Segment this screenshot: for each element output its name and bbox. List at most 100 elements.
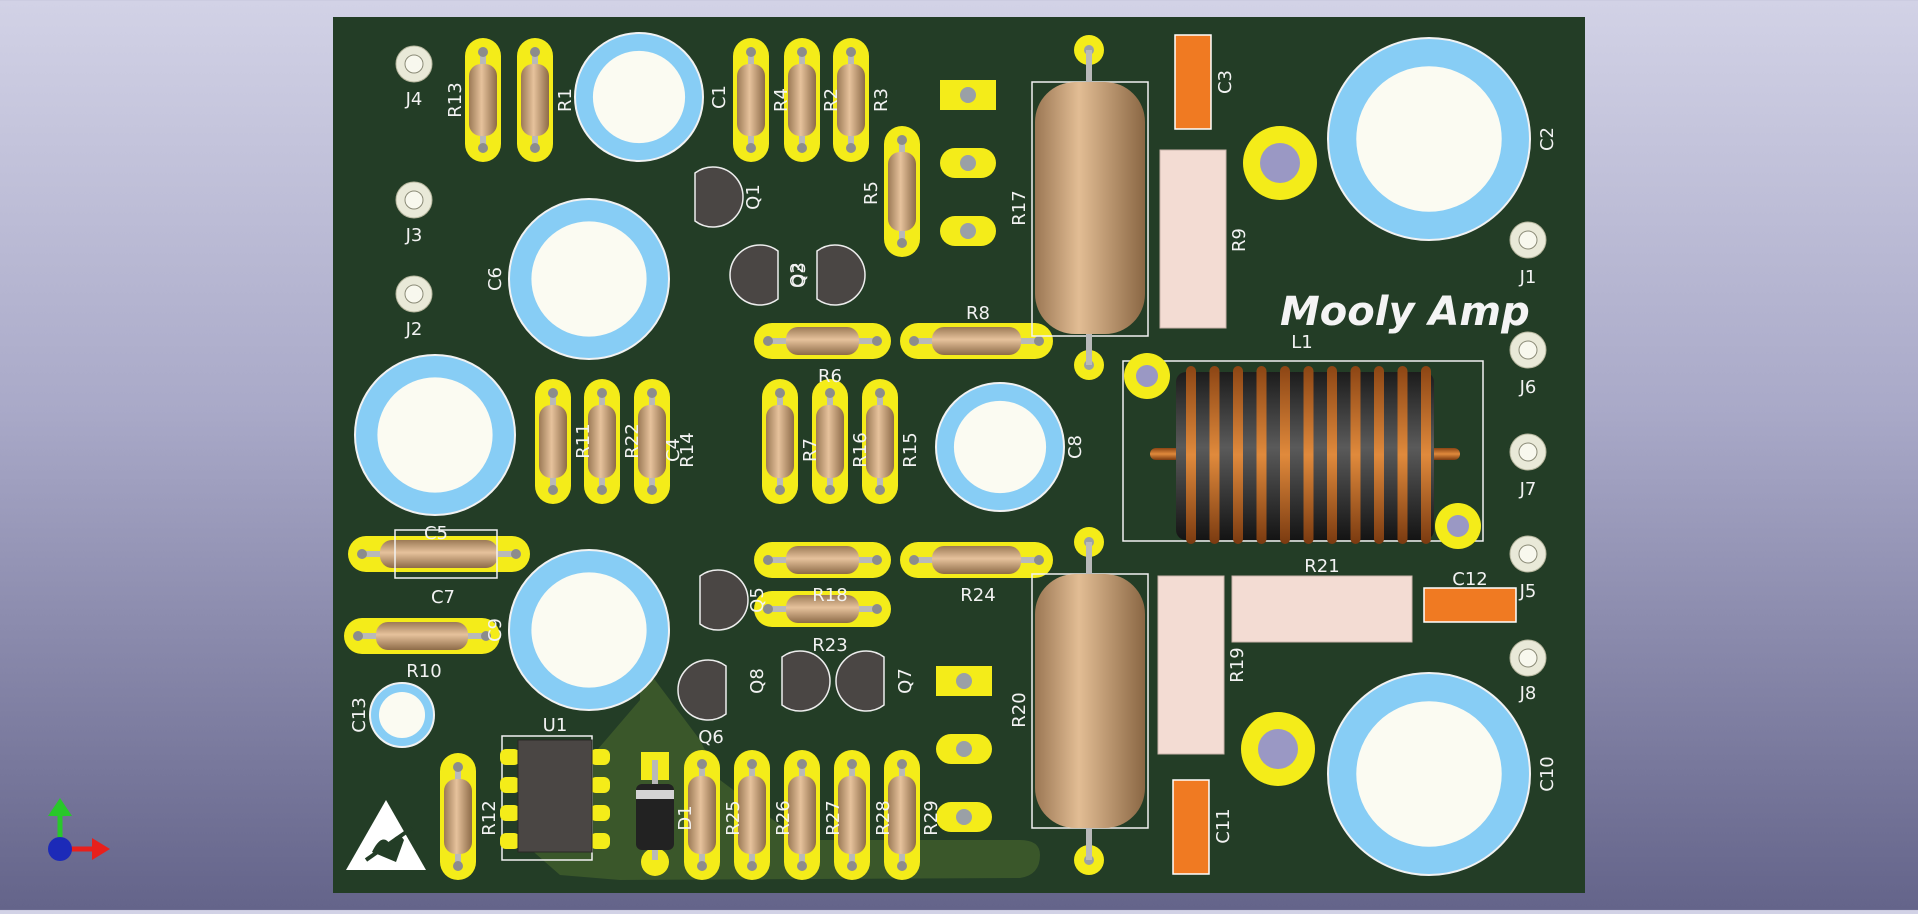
- resistor: [900, 323, 1053, 359]
- axis-gizmo[interactable]: [48, 798, 110, 861]
- resistor-R9: [1159, 149, 1227, 329]
- resistor: [884, 126, 920, 257]
- resistor: [634, 379, 670, 504]
- silkscreen-label-C6: C6: [485, 267, 506, 291]
- coil-winding: [1374, 366, 1384, 544]
- test-point: [395, 275, 433, 313]
- capacitor-C12: [1423, 587, 1517, 623]
- resistor: [833, 38, 869, 162]
- resistor: [344, 618, 500, 654]
- silkscreen-label-C12: C12: [1452, 569, 1487, 590]
- silkscreen-label-R6: R6: [818, 366, 842, 387]
- transistor: [781, 650, 831, 712]
- resistor: [784, 38, 820, 162]
- resistor: [684, 750, 720, 880]
- test-point: [1509, 639, 1547, 677]
- transistor: [816, 244, 866, 306]
- ic-U1: [500, 735, 610, 861]
- silkscreen-label-C7: C7: [431, 587, 455, 608]
- coil-winding: [1280, 366, 1290, 544]
- silkscreen-label-J2: J2: [405, 319, 423, 340]
- silkscreen-label-R2: R2: [821, 88, 842, 112]
- resistor: [348, 536, 530, 572]
- test-point: [1509, 221, 1547, 259]
- silkscreen-label-J5: J5: [1519, 581, 1537, 602]
- transistor: [835, 650, 885, 712]
- test-point: [1509, 331, 1547, 369]
- resistor: [862, 379, 898, 504]
- inductor-L1: [1122, 353, 1484, 549]
- coil-winding: [1350, 366, 1361, 544]
- silkscreen-label-R11: R11: [573, 423, 594, 458]
- silkscreen-label-R12: R12: [479, 800, 500, 835]
- ic-pin-pad: [590, 805, 610, 821]
- silkscreen-label-Q6: Q6: [698, 727, 724, 748]
- silkscreen-label-J6: J6: [1519, 377, 1537, 398]
- silkscreen-label-R9: R9: [1229, 228, 1250, 252]
- silkscreen-label-R17: R17: [1009, 190, 1030, 225]
- electrolytic-capacitor: [508, 198, 670, 360]
- capacitor-C11: [1172, 779, 1210, 875]
- silkscreen-label-R24: R24: [960, 585, 995, 606]
- electrolytic-capacitor: [574, 32, 704, 162]
- ic-pin-pad: [500, 777, 520, 793]
- silkscreen-label-C8: C8: [1065, 435, 1086, 459]
- silkscreen-label-J8: J8: [1519, 683, 1537, 704]
- silkscreen-label-C4: C4: [663, 438, 684, 462]
- test-point: [395, 181, 433, 219]
- capacitor-C3: [1174, 34, 1212, 130]
- silkscreen-label-C5: C5: [424, 523, 448, 544]
- test-point: [1509, 433, 1547, 471]
- silkscreen-label-Q7: Q7: [895, 668, 916, 694]
- silkscreen-label-R27: R27: [823, 800, 844, 835]
- ic-pin-pad: [500, 805, 520, 821]
- silkscreen-label-R4: R4: [771, 88, 792, 112]
- silkscreen-label-C3: C3: [1215, 70, 1236, 94]
- silkscreen-label-Q5: Q5: [747, 587, 768, 613]
- mounting-hole: [1241, 712, 1315, 786]
- silkscreen-label-C11: C11: [1213, 808, 1234, 843]
- resistor: [754, 591, 891, 627]
- resistor: [733, 38, 769, 162]
- silkscreen-label-R10: R10: [406, 661, 441, 682]
- silkscreen-label-R21: R21: [1304, 556, 1339, 577]
- resistor-R21: [1231, 575, 1413, 643]
- coil-winding: [1209, 366, 1220, 544]
- silkscreen-label-Q8: Q8: [747, 668, 768, 694]
- resistor: [440, 753, 476, 880]
- silkscreen-label-R15: R15: [900, 432, 921, 467]
- resistor-R20: [1031, 527, 1149, 875]
- silkscreen-label-R19: R19: [1227, 647, 1248, 682]
- silkscreen-label-R13: R13: [445, 82, 466, 117]
- resistor-R17: [1031, 35, 1149, 380]
- transistor: [677, 659, 727, 721]
- mounting-hole: [1243, 126, 1317, 200]
- resistor: [834, 750, 870, 880]
- ic-pin-pad: [590, 833, 610, 849]
- test-point: [395, 45, 433, 83]
- resistor-R19: [1157, 575, 1225, 755]
- silkscreen-label-R29: R29: [921, 800, 942, 835]
- ic-pin-pad: [500, 749, 520, 765]
- coil-winding: [1233, 366, 1243, 544]
- silkscreen-label-R20: R20: [1009, 692, 1030, 727]
- silkscreen-label-U1: U1: [543, 715, 568, 736]
- resistor: [584, 379, 620, 504]
- resistor: [784, 750, 820, 880]
- silkscreen-label-R26: R26: [773, 800, 794, 835]
- silkscreen-label-R25: R25: [723, 800, 744, 835]
- electrolytic-capacitor: [354, 354, 516, 516]
- electrolytic-capacitor: [1327, 37, 1531, 241]
- silkscreen-label-R7: R7: [800, 438, 821, 462]
- silkscreen-label-Q3: Q3: [789, 262, 810, 288]
- electrolytic-capacitor: [1327, 672, 1531, 876]
- electrolytic-capacitor: [935, 382, 1065, 512]
- silkscreen-label-R8: R8: [966, 303, 990, 324]
- ic-pin-pad: [590, 749, 610, 765]
- silkscreen-label-R3: R3: [871, 88, 892, 112]
- coil-winding: [1303, 366, 1314, 544]
- coil-winding: [1256, 366, 1267, 544]
- transistor: [699, 569, 749, 631]
- ic-pin-pad: [590, 777, 610, 793]
